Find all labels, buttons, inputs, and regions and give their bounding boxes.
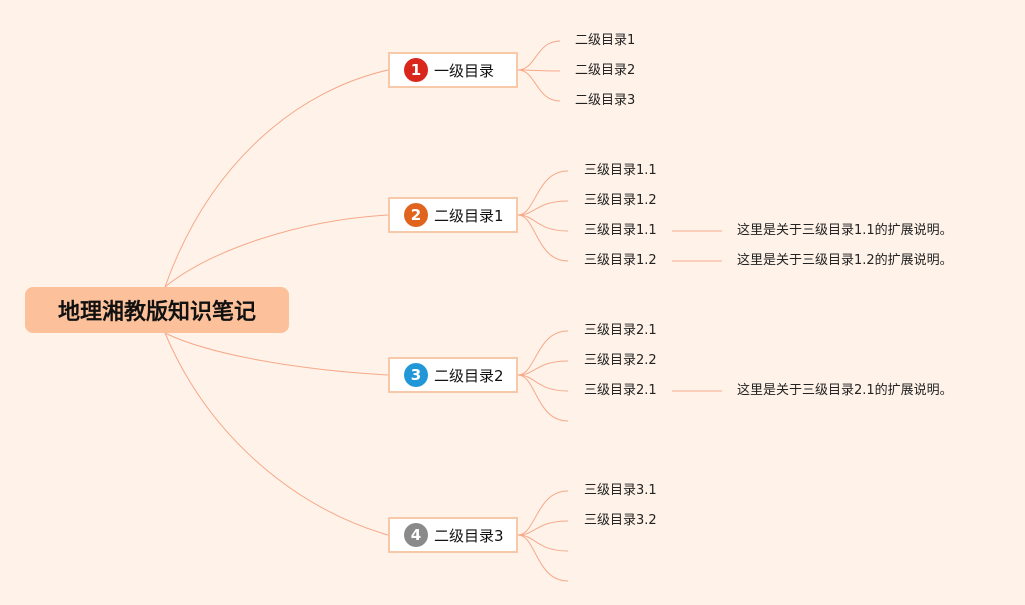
connector-root-branch-4 — [164, 332, 389, 536]
connector-branch-2-leaf-2 — [517, 200, 569, 216]
leaf-node[interactable]: 三级目录3.1 — [584, 483, 657, 498]
extension-note[interactable]: 这里是关于三级目录1.1的扩展说明。 — [737, 223, 953, 238]
leaf-node[interactable]: 二级目录2 — [575, 63, 636, 78]
connector-branch-2-leaf-1 — [517, 170, 569, 216]
branch-node-1[interactable]: 1 一级目录 — [388, 52, 518, 88]
leaf-node[interactable]: 三级目录2.1 — [584, 383, 657, 398]
branch-label: 一级目录 — [434, 61, 495, 80]
branch-label: 二级目录1 — [434, 206, 504, 225]
number-badge-icon: 2 — [404, 203, 428, 227]
leaf-node[interactable]: 三级目录1.1 — [584, 163, 657, 178]
connector-root-branch-3 — [164, 332, 389, 376]
connector-root-branch-2 — [164, 214, 389, 288]
number-badge-icon: 1 — [404, 58, 428, 82]
leaf-node[interactable]: 三级目录2.2 — [584, 353, 657, 368]
connector-branch-2-leaf-3 — [517, 214, 569, 232]
connector-branch-3-leaf-4 — [517, 374, 569, 422]
connector-root-branch-1 — [164, 69, 389, 288]
connector-branch-4-leaf-4 — [517, 534, 569, 582]
number-badge-icon: 3 — [404, 363, 428, 387]
connector-branch-3-leaf-1 — [517, 330, 569, 376]
leaf-node[interactable]: 二级目录1 — [575, 33, 636, 48]
branch-node-3[interactable]: 3 二级目录2 — [388, 357, 518, 393]
connector-branch-4-leaf-3 — [517, 534, 569, 552]
extension-note[interactable]: 这里是关于三级目录1.2的扩展说明。 — [737, 253, 953, 268]
leaf-node[interactable]: 三级目录1.1 — [584, 223, 657, 238]
connector-branch-3-leaf-3 — [517, 374, 569, 392]
root-node[interactable]: 地理湘教版知识笔记 — [25, 287, 289, 333]
leaf-node[interactable]: 二级目录3 — [575, 93, 636, 108]
number-badge-icon: 4 — [404, 523, 428, 547]
leaf-node[interactable]: 三级目录3.2 — [584, 513, 657, 528]
branch-label: 二级目录3 — [434, 526, 504, 545]
connector-branch-1-leaf-1 — [517, 40, 561, 71]
branch-label: 二级目录2 — [434, 366, 504, 385]
branch-node-4[interactable]: 4 二级目录3 — [388, 517, 518, 553]
connector-branch-1-leaf-2 — [517, 69, 561, 72]
branch-node-2[interactable]: 2 二级目录1 — [388, 197, 518, 233]
leaf-node[interactable]: 三级目录2.1 — [584, 323, 657, 338]
root-title: 地理湘教版知识笔记 — [57, 300, 256, 325]
connector-branch-3-leaf-2 — [517, 360, 569, 376]
connector-branch-4-leaf-2 — [517, 520, 569, 536]
leaf-node[interactable]: 三级目录1.2 — [584, 193, 657, 208]
connector-branch-4-leaf-1 — [517, 490, 569, 536]
connector-branch-2-leaf-4 — [517, 214, 569, 262]
leaf-node[interactable]: 三级目录1.2 — [584, 253, 657, 268]
extension-note[interactable]: 这里是关于三级目录2.1的扩展说明。 — [737, 383, 953, 398]
connector-branch-1-leaf-3 — [517, 69, 561, 102]
